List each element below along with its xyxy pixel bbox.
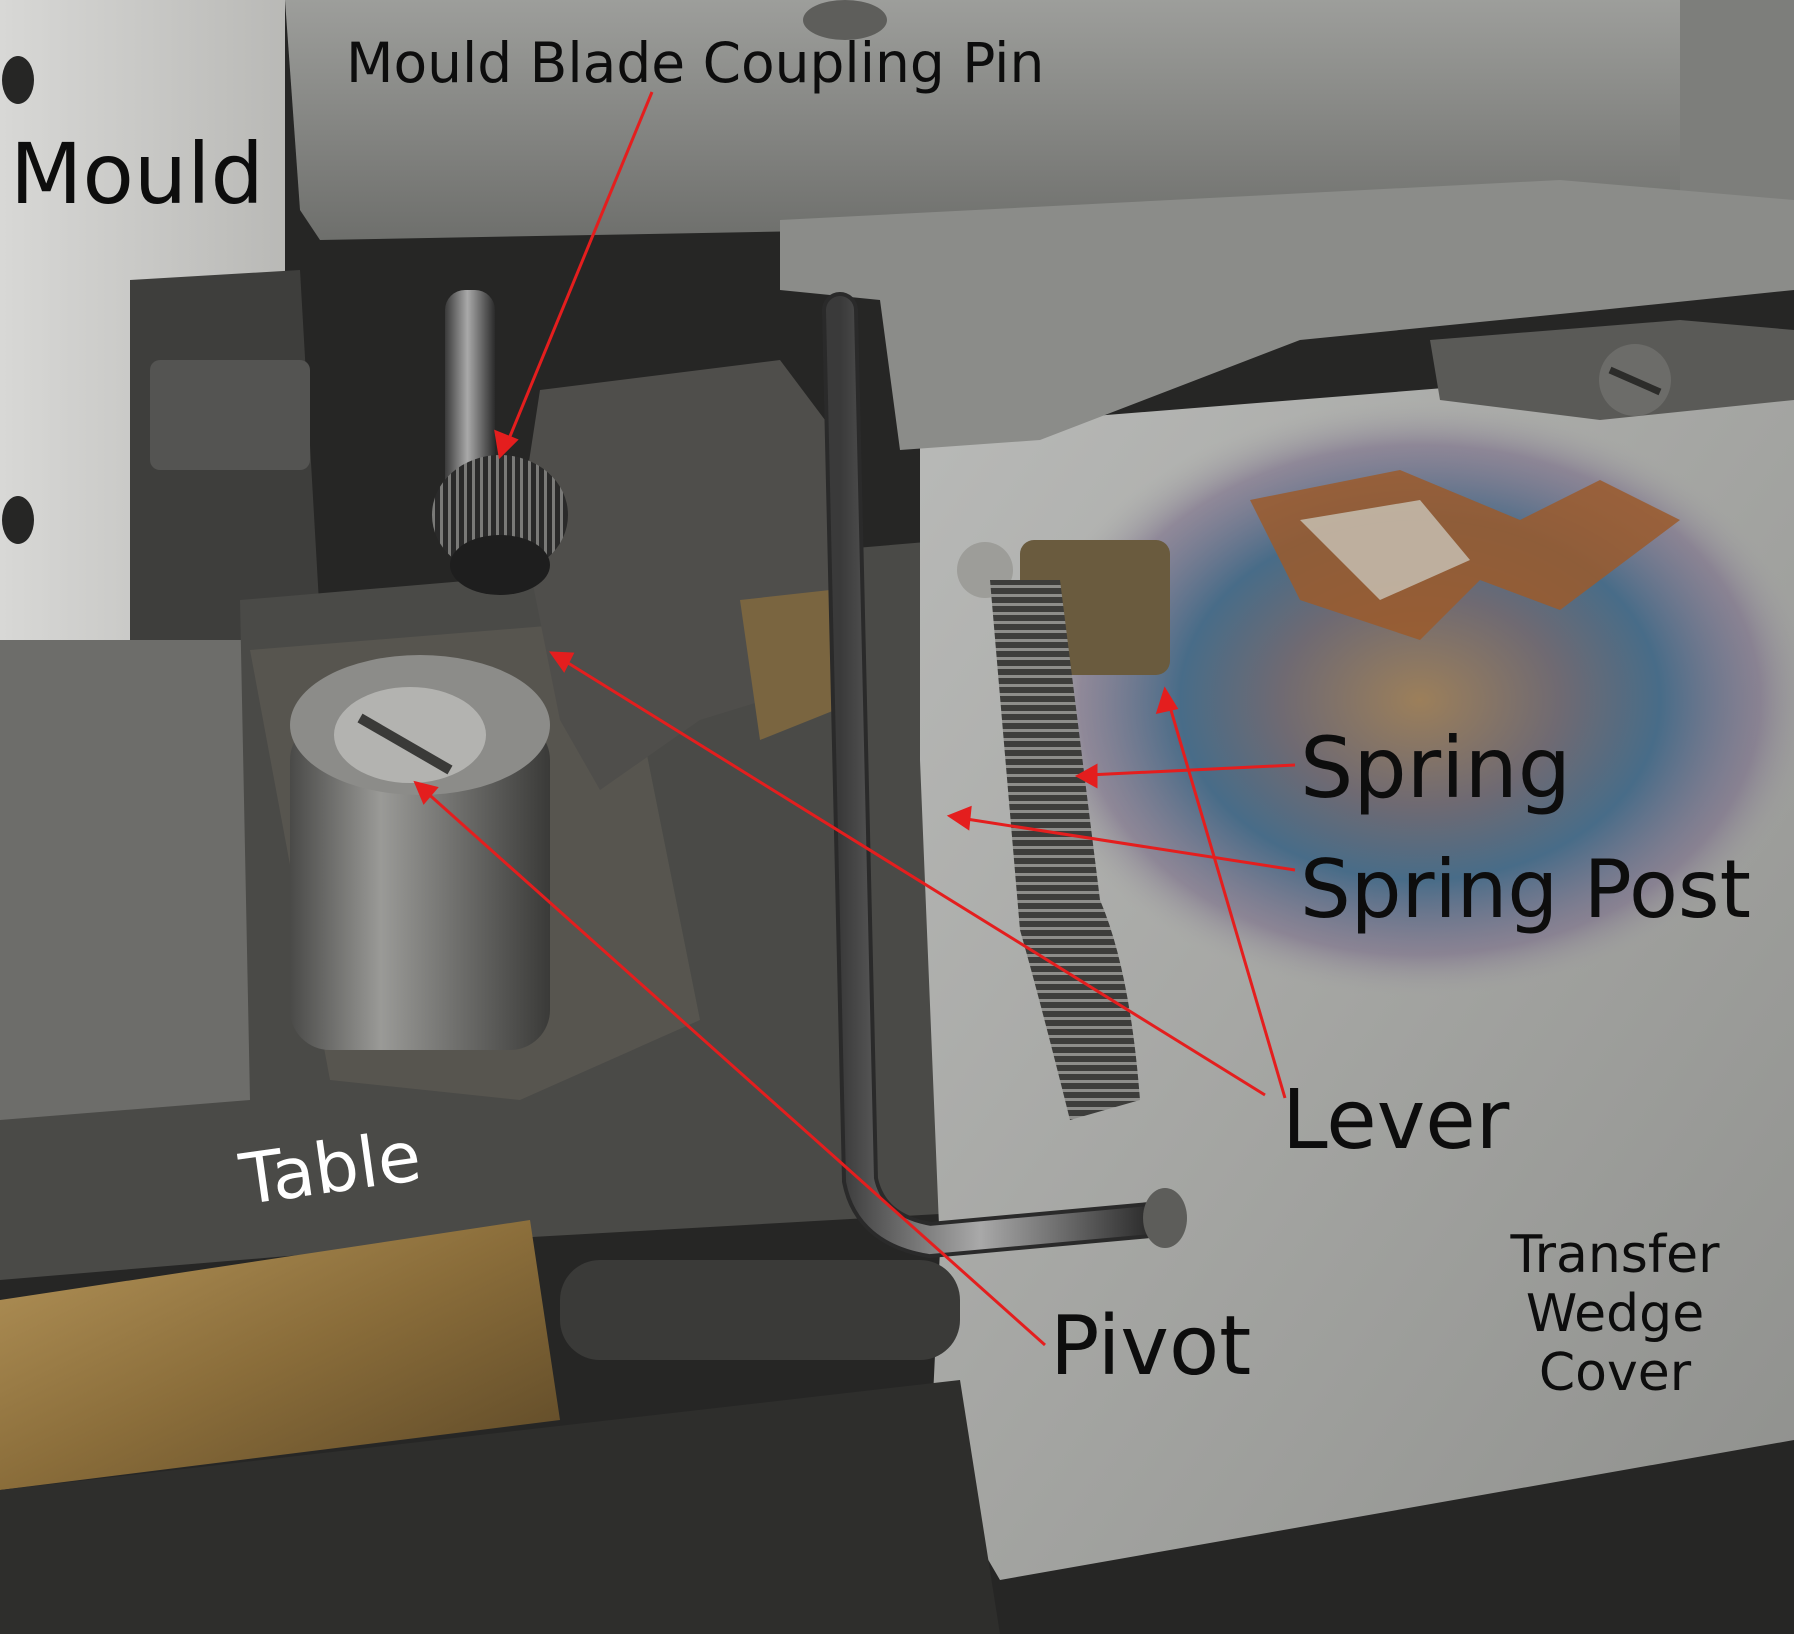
pivot-screw-slot xyxy=(357,713,453,775)
upper-wedge xyxy=(780,180,1794,450)
arrow-spring-anchor xyxy=(1166,699,1287,1099)
label-transfer-line: Transfer xyxy=(1510,1225,1720,1285)
top-screw xyxy=(803,0,887,40)
label-pivot: Pivot xyxy=(1050,1299,1252,1394)
pivot-cylinder xyxy=(290,720,550,1050)
coupling-pin-shaft xyxy=(445,290,495,500)
callout-arrows xyxy=(413,91,1296,1347)
arrow-spring xyxy=(1087,763,1296,777)
lower-shadow xyxy=(0,1380,1000,1634)
top-steel-bar xyxy=(285,0,1794,240)
label-cover-line: Cover xyxy=(1538,1342,1692,1403)
rod-end-cap xyxy=(1143,1188,1187,1248)
top-right-block xyxy=(1680,0,1794,215)
lower-rod xyxy=(560,1260,960,1360)
pivot-screw xyxy=(334,687,486,783)
screw-slot xyxy=(2,496,34,544)
screw-slot xyxy=(2,56,34,104)
arrow-head xyxy=(946,805,972,831)
arrow-head xyxy=(494,429,519,460)
rust-patch-light xyxy=(1300,500,1470,600)
arrow-head xyxy=(413,780,439,805)
brass-bar xyxy=(0,1220,560,1490)
label-lever: Lever xyxy=(1282,1073,1510,1168)
arrow-lever xyxy=(559,656,1266,1097)
label-wedge-line: Wedge xyxy=(1525,1283,1705,1344)
spring-coil xyxy=(990,580,1140,1120)
label-transfer-wedge-cover: Transfer Wedge Cover xyxy=(1480,1226,1750,1402)
coupling-pin-face xyxy=(450,535,550,595)
label-spring: Spring xyxy=(1300,719,1572,817)
arrow-head xyxy=(548,651,575,673)
label-mould-blade-coupling-pin: Mould Blade Coupling Pin xyxy=(346,31,1045,95)
mould-side-face xyxy=(0,640,250,1120)
label-spring-post: Spring Post xyxy=(1300,843,1751,936)
wedge-screw-slot xyxy=(1608,366,1662,396)
arrow-coupling-pin xyxy=(504,91,654,447)
arrow-spring-post xyxy=(959,816,1296,872)
mould-fitting xyxy=(150,360,310,470)
arrow-pivot xyxy=(423,788,1046,1347)
arrow-head xyxy=(1074,763,1098,789)
arrow-head xyxy=(1155,686,1179,715)
label-mould: Mould xyxy=(10,125,264,223)
